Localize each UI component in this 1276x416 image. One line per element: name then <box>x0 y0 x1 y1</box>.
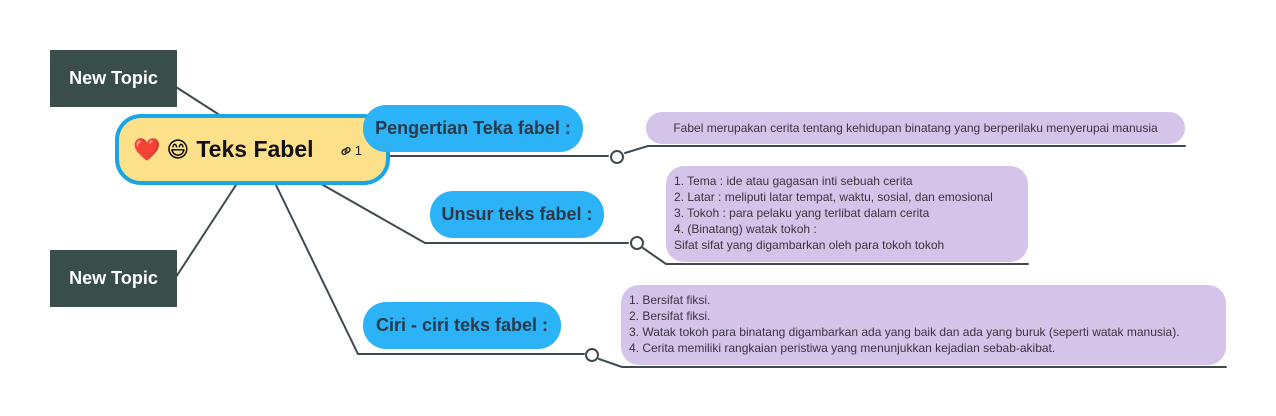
note-line: 1. Tema : ide atau gagasan inti sebuah c… <box>674 174 913 188</box>
connector-new-topic-2 <box>175 184 237 278</box>
floating-topic-1[interactable]: New Topic <box>50 50 177 107</box>
note-line: Fabel merupakan cerita tentang kehidupan… <box>673 121 1158 135</box>
connector-branch-3 <box>275 184 585 355</box>
note-line: 4. Cerita memiliki rangkaian peristiwa y… <box>629 341 1056 355</box>
note-line: 2. Bersifat fiksi. <box>629 309 711 323</box>
note-pengertian[interactable]: Fabel merupakan cerita tentang kehidupan… <box>646 112 1185 144</box>
note-line: 3. Watak tokoh para binatang digambarkan… <box>629 325 1180 339</box>
connector-note-2 <box>642 247 1029 265</box>
heart-emoji-icon: ❤️ <box>133 136 161 162</box>
note-line: Sifat sifat yang digambarkan oleh para t… <box>674 238 945 252</box>
collapse-handle-3 <box>585 348 599 362</box>
note-line: 1. Bersifat fiksi. <box>629 293 711 307</box>
note-ciri[interactable]: 1. Bersifat fiksi. 2. Bersifat fiksi. 3.… <box>621 285 1226 365</box>
central-topic[interactable]: ❤️ 😄 Teks Fabel 1 <box>115 114 390 185</box>
collapse-handle-1 <box>610 150 624 164</box>
connector-note-3 <box>598 358 1227 368</box>
branch-topic-pengertian[interactable]: Pengertian Teka fabel : <box>363 105 583 152</box>
note-unsur[interactable]: 1. Tema : ide atau gagasan inti sebuah c… <box>666 166 1028 262</box>
note-line: 3. Tokoh : para pelaku yang terlibat dal… <box>674 206 930 220</box>
connector-new-topic-1 <box>175 86 219 115</box>
collapse-handle-2 <box>630 236 644 250</box>
floating-topic-2[interactable]: New Topic <box>50 250 177 307</box>
topic-link[interactable]: 1 <box>339 143 362 158</box>
connector-branch-2 <box>322 184 629 244</box>
grinning-face-emoji-icon: 😄 <box>166 136 190 162</box>
link-count: 1 <box>354 143 362 158</box>
note-line: 4. (Binatang) watak tokoh : <box>674 222 817 236</box>
branch-topic-unsur[interactable]: Unsur teks fabel : <box>430 191 604 238</box>
central-topic-title: Teks Fabel <box>196 136 314 162</box>
connector-note-1 <box>624 145 1186 154</box>
link-icon <box>341 146 351 155</box>
note-line: 2. Latar : meliputi latar tempat, waktu,… <box>674 190 993 204</box>
branch-topic-ciri[interactable]: Ciri - ciri teks fabel : <box>363 302 561 349</box>
